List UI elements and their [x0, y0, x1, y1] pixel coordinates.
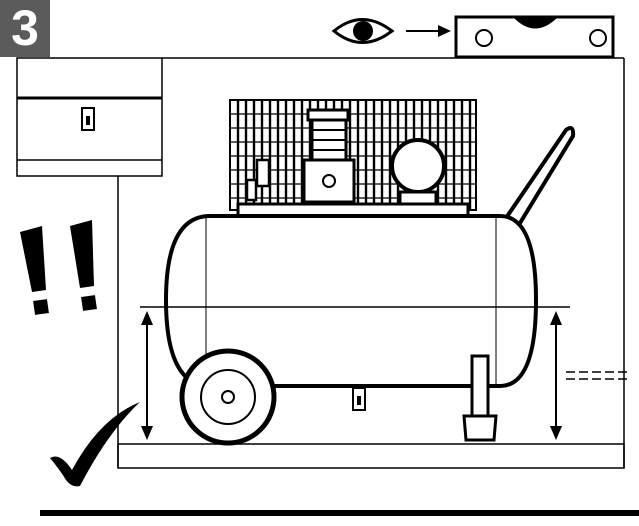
equal-marks	[566, 371, 627, 380]
height-arrow-icon	[550, 311, 562, 440]
drain-valve	[352, 387, 366, 411]
wheel	[179, 348, 277, 446]
arrow-right-icon	[406, 25, 451, 37]
spirit-level-icon	[454, 15, 615, 59]
warning-exclamation-icon	[20, 220, 97, 315]
eye-icon	[331, 18, 395, 44]
pressure-switch	[245, 158, 271, 202]
height-arrow-icon	[141, 311, 153, 440]
pump-head	[302, 108, 356, 204]
bottom-rule	[40, 510, 639, 516]
step-number-badge: 3	[0, 0, 50, 57]
air-filter	[390, 138, 446, 206]
rubber-foot	[462, 354, 498, 442]
cabinet-frame	[117, 57, 625, 469]
wall-cabinet	[16, 57, 163, 177]
checkmark-icon	[50, 402, 140, 487]
